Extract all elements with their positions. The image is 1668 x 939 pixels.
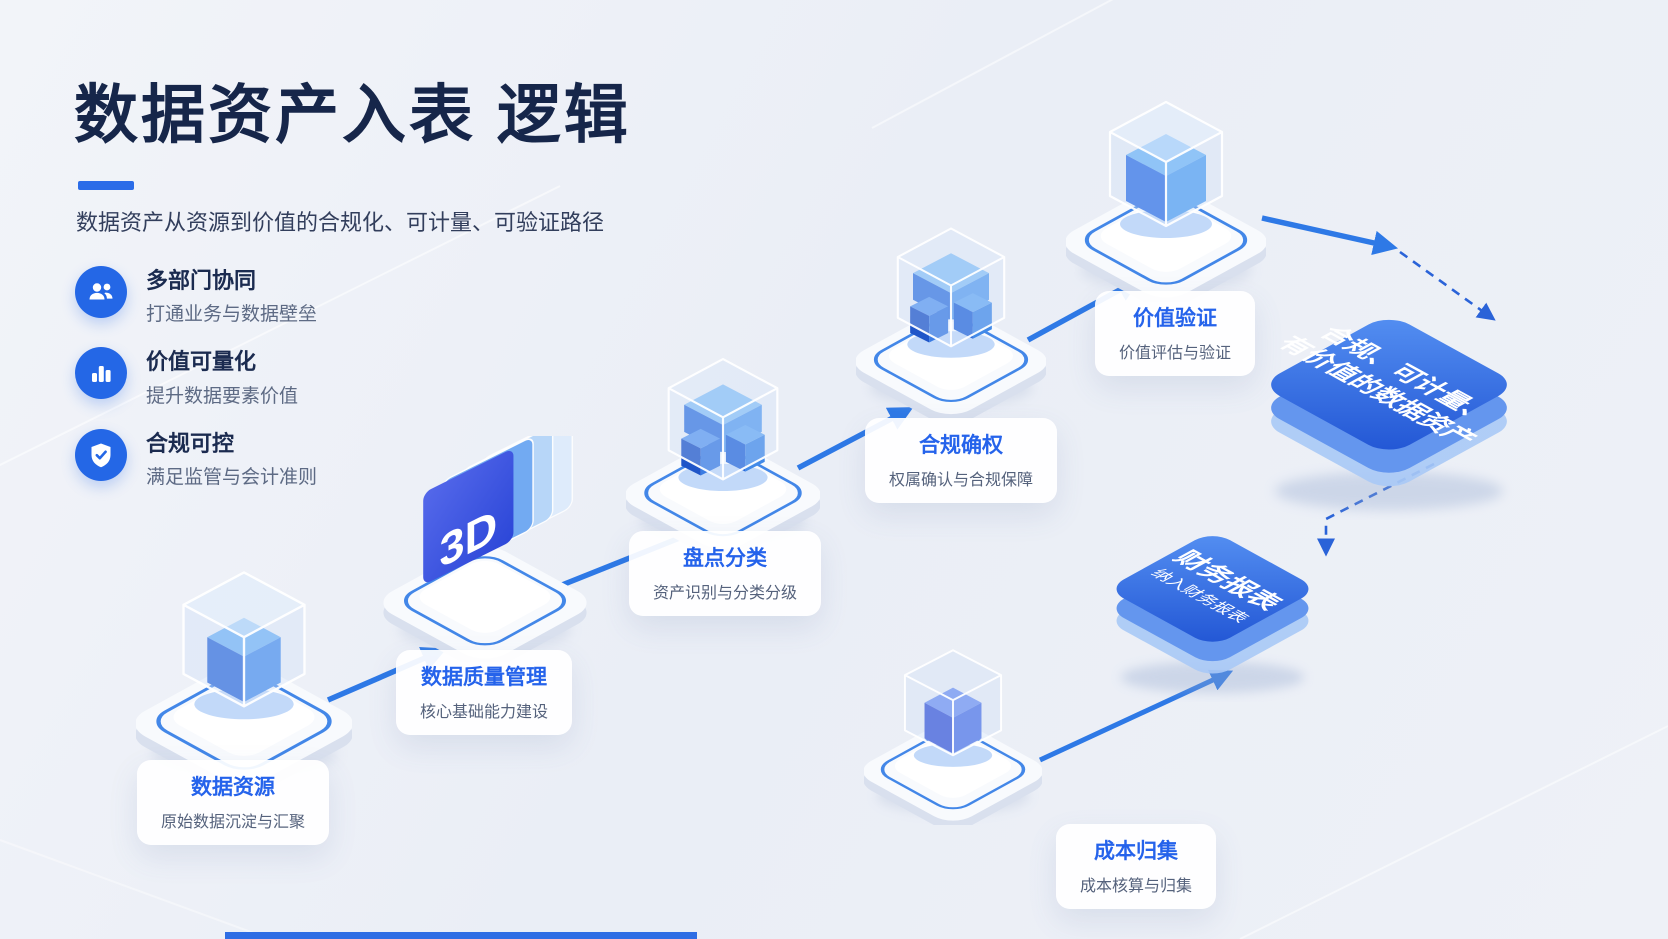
stage-title: 盘点分类 xyxy=(682,547,767,570)
shield-check-icon xyxy=(75,428,127,481)
feature-desc: 提升数据要素价值 xyxy=(146,385,299,407)
page-title: 数据资产入表 逻辑 xyxy=(74,79,631,151)
financial-report-box: 财务报表 纳入财务报表 xyxy=(1116,536,1309,694)
bottom-accent-strip xyxy=(225,932,697,939)
stage-desc: 权属确认与合规保障 xyxy=(888,472,1034,489)
bar-chart-icon xyxy=(75,347,127,400)
feature-desc: 打通业务与数据壁垒 xyxy=(146,304,318,326)
stage-title: 数据质量管理 xyxy=(420,666,547,689)
stage-card-data-quality: 数据质量管理 核心基础能力建设 xyxy=(395,650,573,735)
inventory-cubes-icon xyxy=(626,358,820,554)
value-cube-icon xyxy=(1066,100,1266,302)
rights-cubes-icon xyxy=(856,227,1046,419)
team-icon xyxy=(75,266,127,318)
title-accent-bar xyxy=(78,181,134,190)
feature-title: 价值可量化 xyxy=(146,349,257,375)
data-resource-cube-icon xyxy=(136,571,352,789)
feature-desc: 满足监管与会计准则 xyxy=(146,467,318,489)
cost-cube-icon xyxy=(864,649,1042,825)
page-subtitle: 数据资产从资源到价值的合规化、可计量、可验证路径 xyxy=(76,210,605,235)
stage-desc: 核心基础能力建设 xyxy=(419,704,549,721)
feature-compliance: 合规可控 满足监管与会计准则 xyxy=(75,428,318,489)
stage-card-data-resource: 数据资源 原始数据沉淀与汇聚 xyxy=(136,760,330,845)
feature-collaboration: 多部门协同 打通业务与数据壁垒 xyxy=(75,266,317,326)
stage-desc: 成本核算与归集 xyxy=(1079,878,1193,895)
stage-title: 合规确权 xyxy=(918,434,1003,457)
stage-title: 数据资源 xyxy=(190,776,275,799)
feature-quantifiable-value: 价值可量化 提升数据要素价值 xyxy=(75,347,317,407)
stage-card-rights: 合规确权 权属确认与合规保障 xyxy=(864,418,1058,503)
feature-list: 多部门协同 打通业务与数据壁垒 价值可量化 提升数据要素价值 xyxy=(75,266,317,489)
stage-card-inventory: 盘点分类 资产识别与分类分级 xyxy=(628,531,822,616)
stage-title: 成本归集 xyxy=(1093,840,1178,863)
stage-desc: 价值评估与验证 xyxy=(1118,345,1232,362)
stage-desc: 原始数据沉淀与汇聚 xyxy=(160,814,306,831)
stage-card-cost: 成本归集 成本核算与归集 xyxy=(1055,824,1217,909)
feature-title: 多部门协同 xyxy=(146,268,257,293)
stage-card-value: 价值验证 价值评估与验证 xyxy=(1094,291,1256,376)
arrow-value-to-result xyxy=(1261,215,1399,256)
stage-title: 价值验证 xyxy=(1132,307,1217,330)
result-asset-box: 合规、可计量、 有价值的数据资产 xyxy=(1271,319,1507,511)
stage-desc: 资产识别与分类分级 xyxy=(652,585,798,602)
feature-title: 合规可控 xyxy=(146,430,235,456)
data-quality-panels-icon: 3D xyxy=(383,436,587,662)
